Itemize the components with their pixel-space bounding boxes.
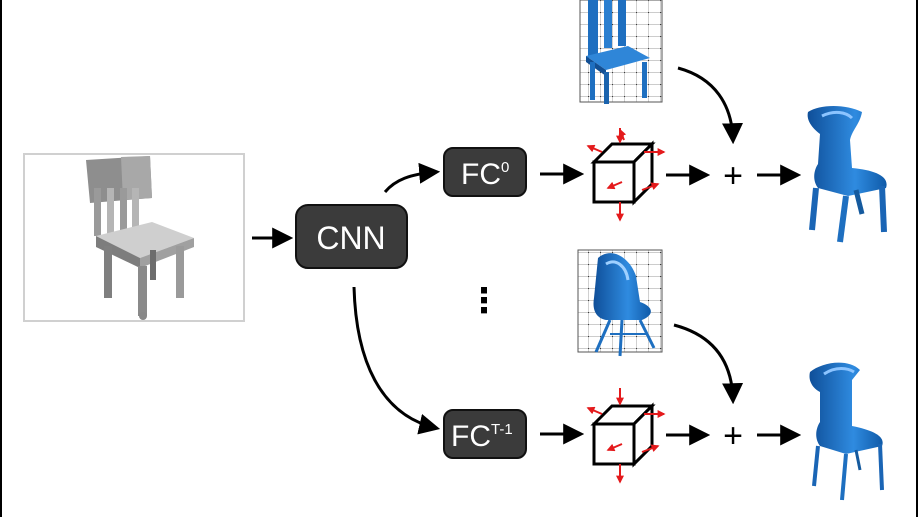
cnn-box: CNN [295, 204, 408, 269]
output-chair-mesh [807, 106, 887, 243]
arrow-template-bottom-to-plus [673, 323, 744, 405]
deformation-cube-icon [586, 128, 666, 222]
fc0-superscript: 0 [501, 159, 509, 176]
fct-superscript: T-1 [491, 421, 513, 438]
plus-sign-top: + [723, 157, 743, 195]
arrow-cnn-to-fct [352, 286, 441, 435]
output-chair-mesh-bottom [809, 362, 884, 501]
deformation-cube-icon-bottom [586, 388, 666, 484]
fc0-main: FC [461, 158, 501, 191]
fc0-label: FC0 [461, 158, 509, 191]
left-frame-border [0, 0, 2, 517]
arrow-template-top-to-plus [677, 66, 744, 145]
template-shell-chair-grid [577, 249, 663, 357]
arrow-cnn-to-fc0 [383, 162, 441, 193]
input-chair-render [86, 156, 194, 320]
fct-label: FCT-1 [451, 420, 513, 453]
fct-main: FC [451, 420, 491, 453]
plus-sign-bottom: + [723, 417, 743, 455]
fct-box: FCT-1 [443, 409, 527, 459]
ellipsis: ⋮ [467, 281, 501, 321]
template-chair-grid [579, 0, 663, 104]
input-image [23, 153, 245, 322]
fc0-box: FC0 [443, 147, 527, 197]
cnn-label: CNN [316, 220, 385, 256]
right-frame-border [916, 0, 918, 517]
